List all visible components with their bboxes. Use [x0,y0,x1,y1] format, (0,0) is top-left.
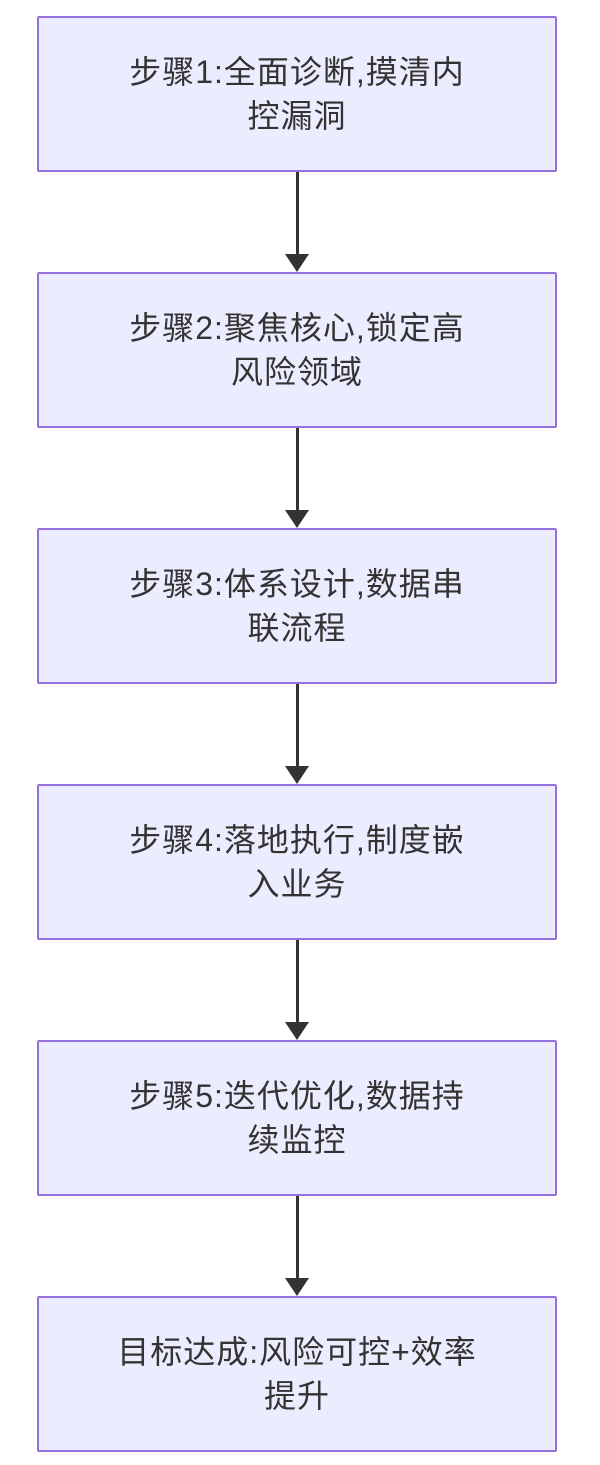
flow-node-step5: 步骤5:迭代优化,数据持 续监控 [37,1040,557,1196]
flow-node-step4: 步骤4:落地执行,制度嵌 入业务 [37,784,557,940]
flow-arrow-1-2 [37,172,557,272]
arrow-line [295,172,299,254]
node-label-line2: 续监控 [247,1122,347,1158]
flow-node-step4-label: 步骤4:落地执行,制度嵌 入业务 [129,818,465,906]
arrow-line [295,428,299,510]
flow-arrow-4-5 [37,940,557,1040]
node-label-line2: 联流程 [247,610,347,646]
node-label-line2: 控漏洞 [247,98,347,134]
flow-node-goal-label: 目标达成:风险可控+效率 提升 [117,1330,477,1418]
arrow-line [295,940,299,1022]
flow-node-step3: 步骤3:体系设计,数据串 联流程 [37,528,557,684]
node-label-line1: 步骤4:落地执行,制度嵌 [129,822,465,858]
node-label-line1: 步骤3:体系设计,数据串 [129,566,465,602]
node-label-line1: 目标达成:风险可控+效率 [117,1334,477,1370]
arrow-head-down-icon [285,254,309,272]
flow-node-step2: 步骤2:聚焦核心,锁定高 风险领域 [37,272,557,428]
arrow-line [295,1196,299,1278]
flow-arrow-3-4 [37,684,557,784]
arrow-head-down-icon [285,1022,309,1040]
flow-node-step5-label: 步骤5:迭代优化,数据持 续监控 [129,1074,465,1162]
node-label-line1: 步骤2:聚焦核心,锁定高 [129,310,465,346]
flow-node-step1: 步骤1:全面诊断,摸清内 控漏洞 [37,16,557,172]
arrow-line [295,684,299,766]
node-label-line2: 风险领域 [230,354,363,390]
node-label-line1: 步骤1:全面诊断,摸清内 [129,54,465,90]
flow-node-step1-label: 步骤1:全面诊断,摸清内 控漏洞 [129,50,465,138]
node-label-line2: 入业务 [247,866,347,902]
arrow-head-down-icon [285,1278,309,1296]
flow-arrow-5-goal [37,1196,557,1296]
flow-node-goal: 目标达成:风险可控+效率 提升 [37,1296,557,1452]
flow-node-step3-label: 步骤3:体系设计,数据串 联流程 [129,562,465,650]
arrow-head-down-icon [285,766,309,784]
node-label-line2: 提升 [263,1378,330,1414]
flow-node-step2-label: 步骤2:聚焦核心,锁定高 风险领域 [129,306,465,394]
arrow-head-down-icon [285,510,309,528]
node-label-line1: 步骤5:迭代优化,数据持 [129,1078,465,1114]
flow-arrow-2-3 [37,428,557,528]
